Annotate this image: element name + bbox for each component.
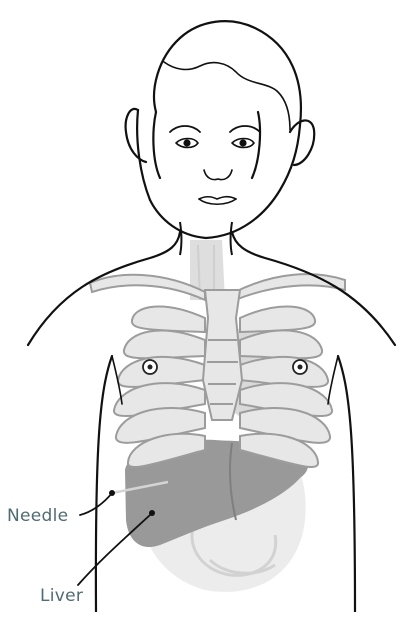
electrode-icon [143,360,157,374]
electrode-icon [293,360,307,374]
head [126,21,315,238]
liver-label: Liver [40,586,83,606]
needle-label: Needle [7,506,68,526]
liver-leader-line [78,515,150,585]
liver-leader-dot [149,510,155,516]
